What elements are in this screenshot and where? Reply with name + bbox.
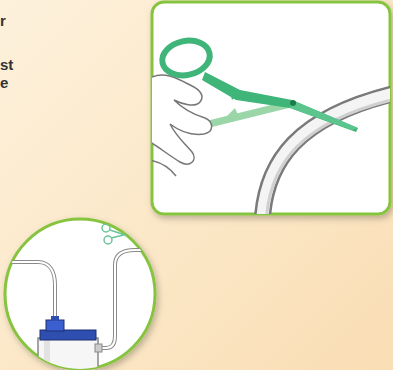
clamp-icon xyxy=(102,224,128,244)
text-fragment: e xyxy=(0,74,8,91)
hemostat xyxy=(159,36,358,132)
canister xyxy=(38,316,102,370)
zoom-panel xyxy=(150,2,393,230)
inset-circle xyxy=(0,219,170,370)
text-fragment: r xyxy=(0,12,6,29)
hemostat-lower xyxy=(205,104,290,125)
text-fragment: st xyxy=(0,56,13,73)
hand xyxy=(152,75,212,176)
tube xyxy=(262,92,390,214)
